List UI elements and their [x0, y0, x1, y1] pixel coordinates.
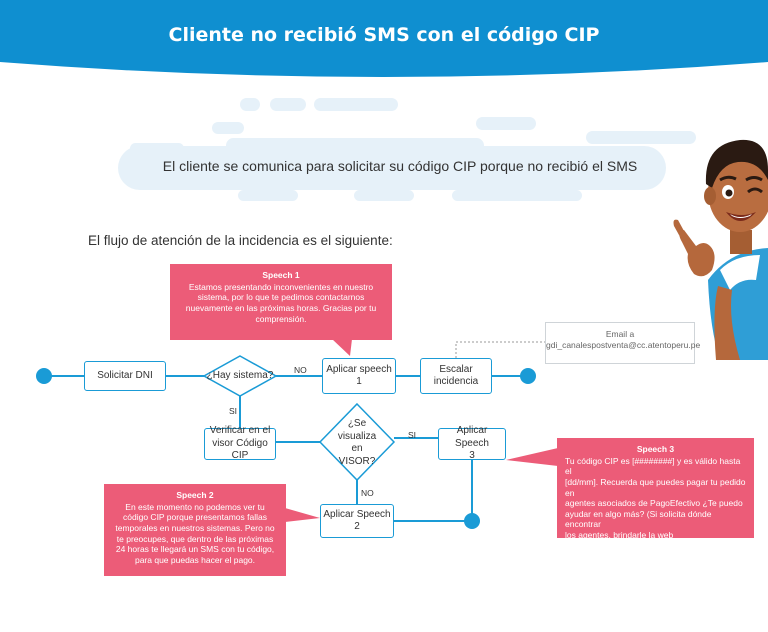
- se-visualiza-line2: visualiza: [337, 430, 377, 442]
- node-aplicar-speech-3-line2: 3: [469, 450, 475, 462]
- node-escalar-line1: Escalar: [439, 363, 473, 375]
- node-solicitar-dni: Solicitar DNI: [84, 361, 166, 391]
- cloud-pill: [354, 190, 414, 201]
- speech-3-line: por elegirnos.: [565, 572, 617, 583]
- speech-3-link-line: (Si solicita el más: [565, 541, 746, 552]
- agent-character-illustration: [673, 139, 768, 360]
- node-escalar-incidencia: Escalar incidencia: [420, 358, 492, 394]
- edge-label-no-2: NO: [361, 488, 374, 498]
- speech-2-line: En este momento no podemos ver tu: [125, 501, 265, 512]
- cloud-pill: [238, 190, 298, 201]
- speech-2-line: código CIP porque presentamos fallas: [123, 512, 267, 523]
- speech-3-line: agentes asociados de PagoEfectivo ¿Te pu…: [565, 498, 743, 509]
- node-aplicar-speech-3-line1: Aplicar Speech: [455, 425, 489, 449]
- speech-1-pointer: [332, 339, 352, 356]
- cloud-pill: [270, 98, 306, 111]
- node-aplicar-speech-1-line2: 1: [356, 376, 362, 387]
- node-solicitar-dni-label: Solicitar DNI: [97, 369, 153, 381]
- intro-text: El cliente se comunica para solicitar su…: [162, 158, 638, 174]
- speech-3-line: Tu código CIP es [########] y es válido …: [565, 455, 741, 477]
- node-aplicar-speech-2: Aplicar Speech 2: [320, 504, 394, 538]
- cloud-pill: [314, 98, 398, 111]
- speech-3-line: cercano realizar la búsqueda y brindarla…: [565, 551, 720, 572]
- cloud-pill: [212, 122, 244, 134]
- speech-1-line: Estamos presentando inconvenientes en nu…: [188, 281, 374, 292]
- speech-2-line: te preocupes, que dentro de las próximas: [116, 533, 274, 544]
- speech-3-callout: Speech 3 Tu código CIP es [########] y e…: [557, 438, 754, 583]
- email-note: Email a gdi_canalespostventa@cc.atentope…: [545, 322, 701, 364]
- speech-1-callout: Speech 1 Estamos presentando inconvenien…: [170, 264, 392, 340]
- node-aplicar-speech-1-line1: Aplicar speech: [326, 363, 392, 375]
- node-hay-sistema-label: ¿Hay sistema?: [206, 370, 274, 381]
- speech-1-line: comprensión.: [255, 313, 307, 324]
- node-aplicar-speech-3: Aplicar Speech 3: [438, 425, 506, 462]
- speech-2-title: Speech 2: [176, 490, 214, 500]
- speech-2-line: para que puedas hacer el pago.: [134, 554, 256, 565]
- speech-1-line: nuevamente en las próximas horas. Gracia…: [185, 302, 377, 313]
- page-title: Cliente no recibió SMS con el código CIP: [168, 24, 600, 46]
- node-aplicar-speech-1: Aplicar speech 1: [322, 358, 396, 394]
- speech-3-line: los agentes, brindarle la web: [565, 530, 674, 540]
- speech-3-line: [dd/mm]. Recuerda que puedes pagar tu pe…: [565, 476, 746, 498]
- speech-3-line: ayudar en algo más? (Si solicita dónde e…: [565, 508, 712, 530]
- speech-3-title: Speech 3: [636, 444, 675, 454]
- node-aplicar-speech-2-line2: 2: [354, 521, 360, 532]
- cloud-pill: [240, 98, 260, 111]
- node-se-visualiza-label: ¿Se visualiza en VISOR?: [330, 418, 384, 468]
- node-aplicar-speech-2-line1: Aplicar Speech: [323, 508, 391, 520]
- email-note-address: gdi_canalespostventa@cc.atentoperu.pe: [546, 340, 701, 351]
- node-verificar-visor: Verificar en el visor Código CIP: [204, 425, 276, 462]
- email-note-line1: Email a: [605, 329, 635, 339]
- speech-2-callout: Speech 2 En este momento no podemos ver …: [104, 484, 286, 576]
- node-verificar-line1: Verificar en el: [209, 425, 271, 437]
- se-visualiza-line4: VISOR?: [338, 455, 376, 467]
- edge-label-no-1: NO: [294, 365, 307, 375]
- speech-2-line: temporales en nuestros sistemas. Pero no: [115, 522, 275, 533]
- intro-cloud: [118, 146, 666, 190]
- node-escalar-line2: incidencia: [433, 376, 479, 387]
- speech-3-pointer: [506, 448, 558, 466]
- speech-2-pointer: [285, 508, 320, 522]
- speech-2-line: 24 horas te llegará un SMS con tu código…: [115, 544, 275, 555]
- cloud-pill: [452, 190, 582, 201]
- node-verificar-line2: visor Código CIP: [212, 437, 268, 462]
- speech-1-title: Speech 1: [262, 270, 300, 280]
- se-visualiza-line1: ¿Se: [347, 418, 367, 429]
- flow-intro-text: El flujo de atención de la incidencia es…: [88, 233, 393, 248]
- speech-1-line: sistema, por lo que te pedimos contactar…: [197, 292, 365, 303]
- se-visualiza-line3: en: [351, 443, 363, 454]
- edge-label-si-1: SI: [229, 406, 238, 416]
- cloud-pill: [476, 117, 536, 130]
- speech-3-link-suffix: (Si solicita el más: [565, 540, 632, 551]
- cloud-pill: [586, 131, 696, 144]
- edge-label-si-2: SI: [408, 430, 417, 440]
- header-banner: [0, 0, 768, 77]
